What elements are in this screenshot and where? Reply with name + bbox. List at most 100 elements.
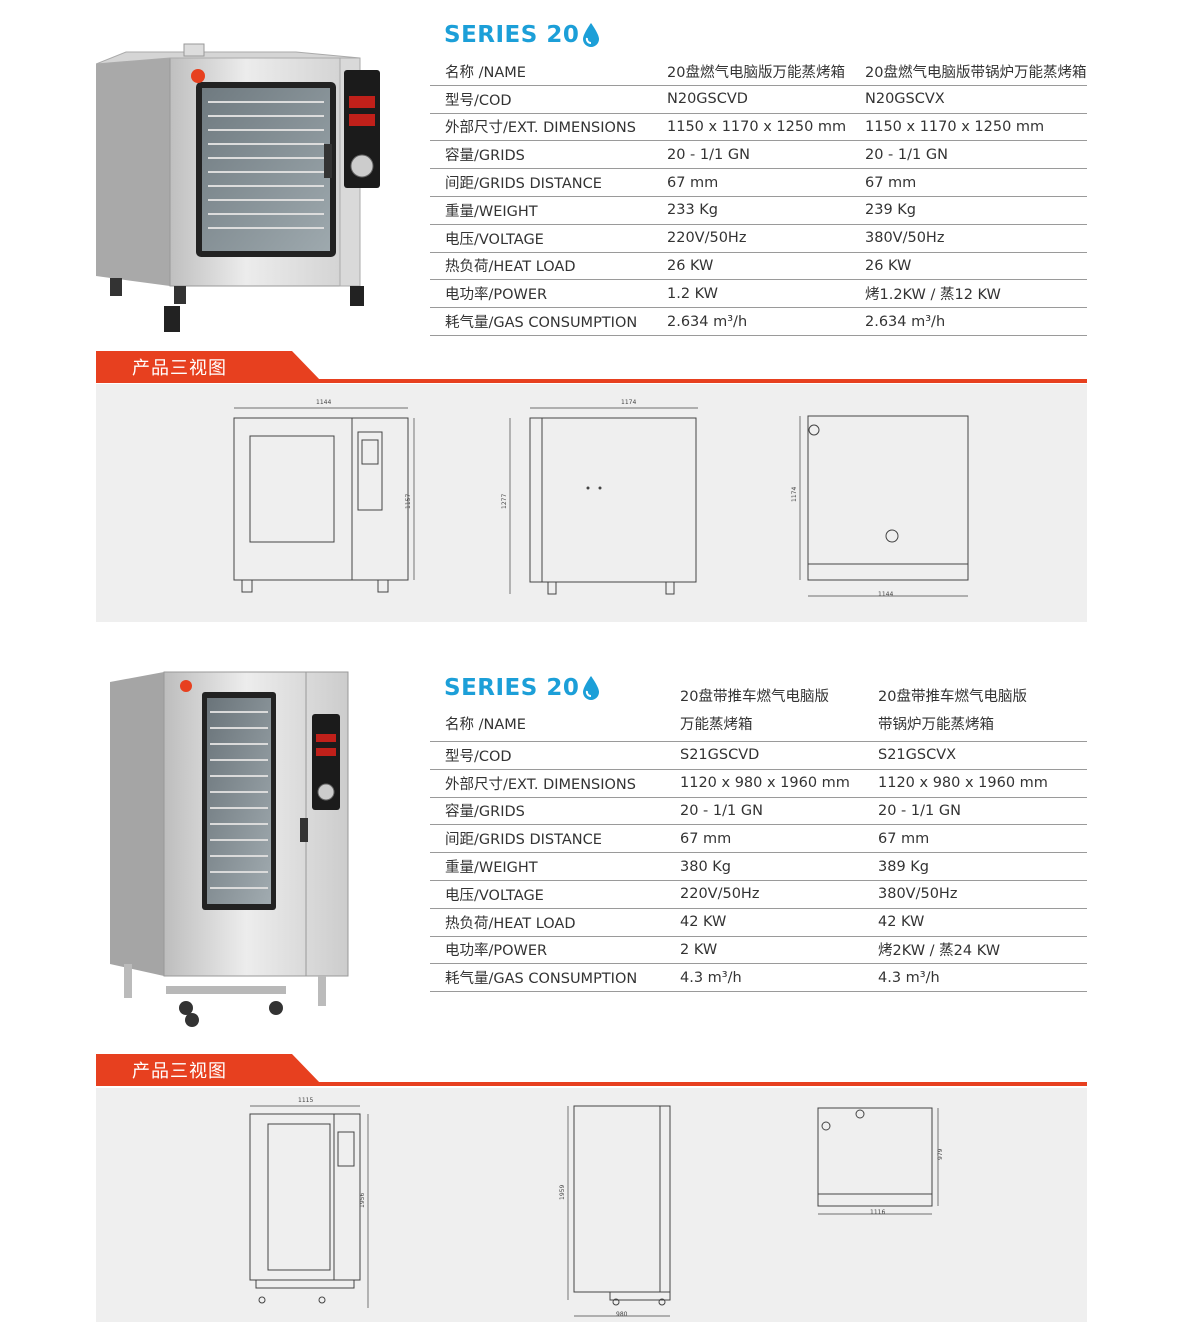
spec-value-col1: 67 mm [655,168,850,197]
spec-value-col1: N20GSCVD [655,85,850,114]
spec-value-col1: 1120 x 980 x 1960 mm [655,769,863,798]
spec-value-col1: 2 KW [655,936,863,965]
side-view-drawing: 980 1959 [559,1105,671,1318]
spec-value-col2: 4.3 m³/h [863,963,1087,993]
col2-line1: 20盘带推车燃气电脑版 [878,689,1027,705]
spec-value-col2: 20 - 1/1 GN [863,797,1087,826]
dim-front-width: 1115 [298,1097,313,1104]
three-view-banner-2: 产品三视图 [96,1054,1087,1086]
spec-label: 间距/GRIDS DISTANCE [430,824,655,854]
dim-top-width: 1116 [870,1209,885,1216]
spec-label: 容量/GRIDS [430,140,655,170]
spec-table-2: 名称 /NAME 20盘带推车燃气电脑版 万能蒸烤箱 20盘带推车燃气电脑版 带… [430,683,1087,993]
spec-value-col2: 20 - 1/1 GN [850,140,1087,170]
spec-label: 重量/WEIGHT [430,196,655,225]
spec-label: 外部尺寸/EXT. DIMENSIONS [430,113,655,142]
three-view-drawings-2: 1115 1956 980 1959 [96,1088,1087,1322]
spec-label: 电压/VOLTAGE [430,224,655,253]
dim-side-width: 1174 [621,399,636,406]
spec-label: 热负荷/HEAT LOAD [430,908,655,937]
spec-label: 名称 /NAME [430,58,655,86]
dim-front-height: 1956 [359,1193,366,1208]
spec-value-col2: 20盘燃气电脑版带锅炉万能蒸烤箱 [850,58,1087,86]
spec-value-col1: 380 Kg [655,852,863,881]
spec-value-col2: 380V/50Hz [863,880,1087,909]
spec-label: 容量/GRIDS [430,797,655,826]
spec-value-col1: 26 KW [655,252,850,281]
spec-value-col2: 26 KW [850,252,1087,281]
spec-value-col1: 67 mm [655,824,863,854]
spec-value-col2: 20盘带推车燃气电脑版 带锅炉万能蒸烤箱 [863,683,1087,742]
dim-top-depth: 1174 [791,487,798,502]
top-view-drawing: 1144 1174 [791,415,969,598]
spec-label: 型号/COD [430,741,655,770]
spec-value-col1: 42 KW [655,908,863,937]
dim-top-width: 1144 [878,591,893,598]
spec-value-col2: 67 mm [863,824,1087,854]
dim-side-height: 1277 [501,494,508,509]
spec-label: 外部尺寸/EXT. DIMENSIONS [430,769,655,798]
table-row: 名称 /NAME 20盘燃气电脑版万能蒸烤箱 20盘燃气电脑版带锅炉万能蒸烤箱 [430,58,1087,86]
spec-value-col1: 1150 x 1170 x 1250 mm [655,113,850,142]
spec-value-col2: 389 Kg [863,852,1087,881]
spec-value-col2: N20GSCVX [850,85,1087,114]
spec-value-col1: 220V/50Hz [655,880,863,909]
series-label: SERIES 20 [444,22,580,48]
spec-value-col1: 20 - 1/1 GN [655,140,850,170]
spec-label: 耗气量/GAS CONSUMPTION [430,963,655,993]
spec-label: 重量/WEIGHT [430,852,655,881]
front-view-drawing: 1144 1157 [233,399,415,593]
spec-value-col2: 239 Kg [850,196,1087,225]
spec-table-1: 名称 /NAME 20盘燃气电脑版万能蒸烤箱 20盘燃气电脑版带锅炉万能蒸烤箱 … [430,58,1087,336]
spec-value-col2: S21GSCVX [863,741,1087,770]
dim-front-width: 1144 [316,399,331,406]
spec-value-col2: 42 KW [863,908,1087,937]
dim-front-height: 1157 [405,494,412,509]
front-view-drawing: 1115 1956 [249,1097,369,1308]
banner-tab [96,1054,321,1084]
dim-side-depth: 980 [616,1311,628,1318]
spec-value-col1: 1.2 KW [655,279,850,309]
spec-value-col1: 220V/50Hz [655,224,850,253]
spec-label: 耗气量/GAS CONSUMPTION [430,307,655,336]
spec-value-col1: 4.3 m³/h [655,963,863,993]
spec-value-col1: 20盘带推车燃气电脑版 万能蒸烤箱 [655,683,863,742]
banner-title: 产品三视图 [132,1061,227,1082]
table-row: 名称 /NAME 20盘带推车燃气电脑版 万能蒸烤箱 20盘带推车燃气电脑版 带… [430,683,1087,742]
spec-value-col1: 233 Kg [655,196,850,225]
spec-value-col2: 1150 x 1170 x 1250 mm [850,113,1087,142]
spec-label: 热负荷/HEAT LOAD [430,252,655,281]
col1-line2: 万能蒸烤箱 [680,717,753,733]
spec-value-col2: 1120 x 980 x 1960 mm [863,769,1087,798]
dim-side-height: 1959 [559,1185,566,1200]
banner-line [96,1082,1087,1086]
three-view-banner-1: 产品三视图 [96,351,1087,383]
top-view-drawing: 1116 979 [817,1107,944,1216]
spec-value-col2: 烤2KW / 蒸24 KW [863,936,1087,965]
spec-value-col1: 2.634 m³/h [655,307,850,336]
spec-label: 电压/VOLTAGE [430,880,655,909]
spec-value-col2: 380V/50Hz [850,224,1087,253]
water-drop-icon [583,23,600,47]
dim-top-depth: 979 [937,1148,944,1160]
col1-line1: 20盘带推车燃气电脑版 [680,689,829,705]
banner-tab [96,351,321,381]
series-title-1: SERIES 20 [444,22,600,48]
spec-label: 型号/COD [430,85,655,114]
spec-label: 间距/GRIDS DISTANCE [430,168,655,197]
three-view-drawings-1: 1144 1157 1174 1277 [96,384,1087,622]
